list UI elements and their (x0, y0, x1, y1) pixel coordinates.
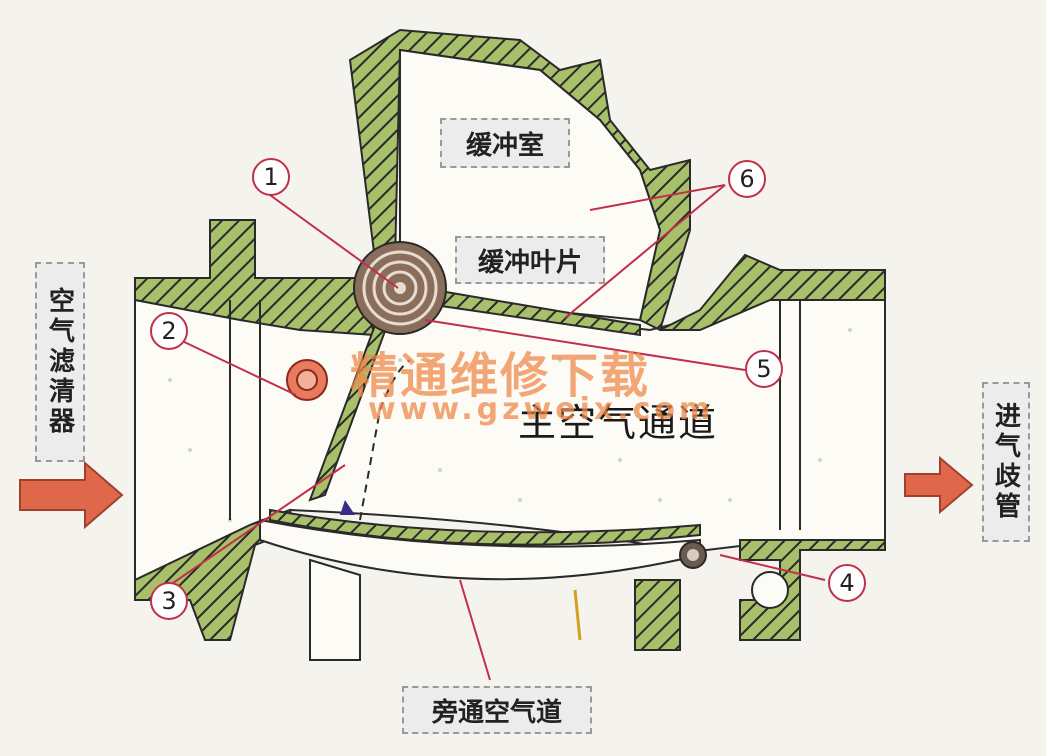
label-air-filter: 空气滤清器 (35, 262, 85, 462)
housing-top-right (659, 253, 886, 331)
leader-lines (169, 184, 826, 681)
callout-3: 3 (150, 582, 188, 620)
outlet-arrow-icon (904, 455, 974, 515)
callout-6: 6 (728, 160, 766, 198)
temperature-sensor (286, 359, 328, 401)
label-main-air-passage: 主空气通道 (518, 401, 719, 445)
watermark-title: 精通维修下载 (350, 348, 651, 404)
pivot-spring (353, 241, 447, 335)
bypass-upper-wall (269, 508, 701, 546)
callout-4: 4 (828, 564, 866, 602)
bypass-detail (573, 589, 582, 641)
label-intake-manifold: 进气歧管 (982, 382, 1030, 542)
housing-lower-block (309, 558, 361, 661)
label-buffer-vane: 缓冲叶片 (455, 236, 605, 284)
label-buffer-chamber: 缓冲室 (440, 118, 570, 168)
vane-swing-path (359, 359, 411, 521)
callout-2: 2 (150, 312, 188, 350)
inlet-grille (229, 300, 801, 530)
bypass-adjust-screw (679, 541, 707, 569)
callout-1: 1 (252, 158, 290, 196)
passage-texture (168, 328, 852, 522)
outlet-hole (751, 571, 789, 609)
label-bypass-air-passage: 旁通空气道 (402, 686, 592, 734)
housing-bottom-right (739, 539, 886, 641)
housing-bottom-mid (634, 579, 681, 651)
main-air-passage (134, 281, 886, 582)
callout-5: 5 (745, 350, 783, 388)
vane-swing-arrow (340, 500, 355, 515)
watermark-url: www.gzweix.com (368, 392, 715, 427)
inlet-arrow-icon (19, 460, 124, 530)
